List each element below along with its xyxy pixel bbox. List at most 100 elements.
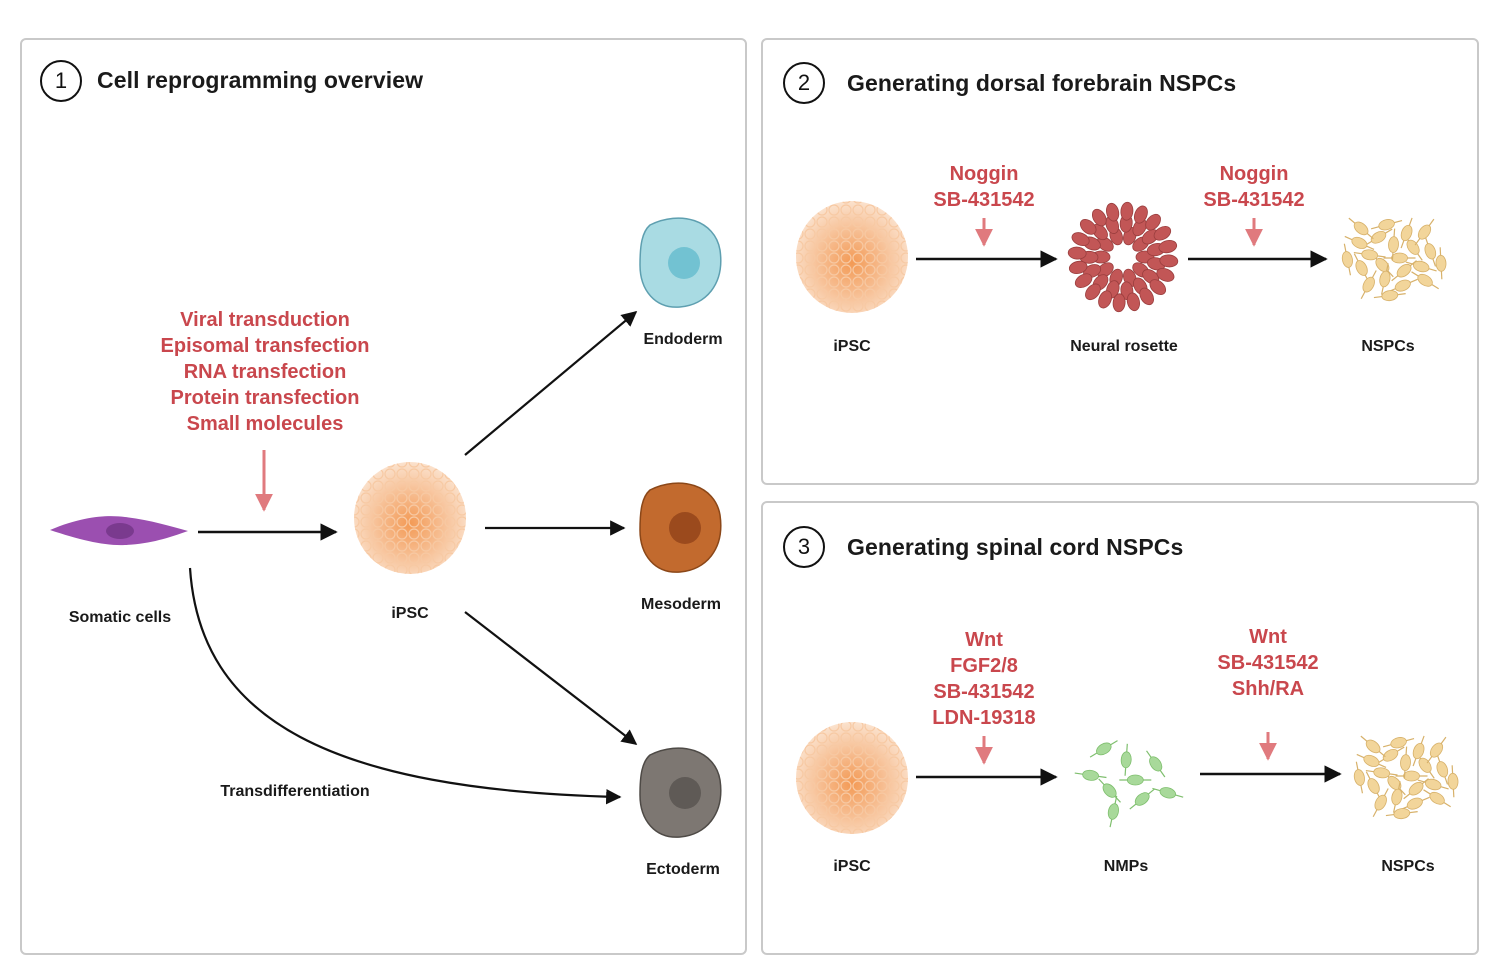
cluster-cell [1391, 781, 1403, 813]
cluster-cell [1411, 271, 1439, 290]
factors-step-2: Noggin SB-431542 [1203, 161, 1304, 213]
cluster-cell [1424, 235, 1437, 267]
method-item: Small molecules [186, 413, 344, 435]
cluster-cell [1353, 249, 1386, 261]
label-ipsc: iPSC [391, 605, 429, 622]
panel-title-1: Cell reprogramming overview [97, 67, 424, 93]
nspcs-cluster-icon [1341, 217, 1447, 302]
cluster-cell [1341, 243, 1353, 276]
cluster-cell [1383, 252, 1416, 264]
rosette-cell [1139, 287, 1155, 306]
rosette-cell [1156, 267, 1175, 282]
rosette-cell [1149, 279, 1167, 295]
rosette-cell [1145, 213, 1161, 231]
panel-spinal-cord [761, 501, 1479, 955]
factor-item: SB-431542 [1203, 189, 1305, 211]
factor-item: SB-431542 [933, 681, 1035, 703]
cluster-cell [1423, 789, 1451, 808]
rosette-cell [1098, 290, 1113, 309]
cluster-cell [1387, 278, 1418, 293]
panel-title-3: Generating spinal cord NSPCs [847, 534, 1184, 560]
panel-number-2: 2 [783, 62, 825, 104]
factor-item: Shh/RA [1231, 678, 1305, 700]
cluster-cell [1435, 247, 1447, 280]
cluster-cell [1152, 787, 1184, 799]
method-item: RNA transfection [183, 361, 347, 383]
cluster-cell [1400, 217, 1413, 249]
rosette-cell [1158, 240, 1178, 254]
rosette-cell [1096, 262, 1114, 278]
cluster-cell [1129, 788, 1156, 810]
rosette-cell [1112, 293, 1126, 313]
cluster-cell [1376, 746, 1405, 765]
cluster-cell [1405, 260, 1437, 273]
factors-step-1: Noggin SB-431542 [933, 161, 1034, 213]
factor-item: Wnt [965, 629, 1003, 651]
rosette-cell [1159, 254, 1179, 268]
cluster-cell [1385, 808, 1418, 820]
factors-step-2: Wnt SB-431542 Shh/RA [1217, 624, 1318, 702]
factor-item: SB-431542 [933, 189, 1035, 211]
rosette-cell [1074, 273, 1093, 289]
cluster-cell [1356, 753, 1387, 768]
label-mesoderm: Mesoderm [640, 596, 722, 613]
label-nspcs: NSPCs [1381, 858, 1435, 875]
label-nmps: NMPs [1103, 858, 1149, 875]
method-item: Protein transfection [170, 387, 360, 409]
cluster-cell [1436, 753, 1449, 785]
rosette-cell [1120, 201, 1134, 221]
label-neural-rosette: Neural rosette [1070, 338, 1178, 355]
mesoderm-cell-icon [639, 482, 722, 573]
cluster-cell [1120, 743, 1132, 776]
factor-item: Noggin [949, 163, 1019, 185]
reprogramming-methods: Viral transduction Episomal transfection… [161, 307, 370, 437]
rosette-cell [1096, 236, 1114, 252]
cluster-cell [1348, 217, 1374, 240]
cluster-cell [1372, 788, 1389, 818]
cluster-cell [1400, 746, 1411, 779]
cluster-cell [1447, 765, 1459, 798]
cluster-cell [1074, 769, 1107, 781]
rosette-cell [1085, 283, 1101, 301]
cluster-cell [1395, 770, 1428, 782]
cluster-cell [1344, 235, 1375, 250]
neural-rosette-icon [1067, 201, 1179, 313]
cluster-cell [1353, 253, 1370, 283]
cluster-cell [1146, 750, 1166, 778]
cluster-cell [1098, 778, 1121, 803]
nspcs-cluster-icon [1353, 735, 1459, 820]
rosette-cell [1091, 208, 1107, 227]
label-transdifferentiation: Transdifferentiation [220, 783, 370, 800]
arrow-to-endoderm [464, 311, 638, 456]
somatic-cell-icon [50, 516, 188, 546]
label-endoderm: Endoderm [643, 331, 723, 348]
rosette-cell [1133, 205, 1148, 224]
arrow-transdifferentiation [188, 567, 622, 805]
cluster-cell [1089, 740, 1118, 758]
cluster-cell [1417, 778, 1449, 791]
cluster-cell [1373, 290, 1406, 302]
cluster-cell [1388, 228, 1399, 261]
method-item: Episomal transfection [160, 335, 370, 357]
ipsc-colony-icon [354, 462, 466, 574]
ipsc-colony-icon [796, 722, 908, 834]
cluster-cell [1426, 736, 1447, 764]
rosette-cell [1068, 260, 1088, 274]
factor-item: SB-431542 [1217, 652, 1319, 674]
panel-title-2: Generating dorsal forebrain NSPCs [847, 70, 1237, 96]
factor-item: LDN-19318 [932, 707, 1036, 729]
cluster-cell [1412, 735, 1425, 767]
ectoderm-cell-icon [639, 747, 722, 838]
rosette-cell [1126, 292, 1140, 312]
endoderm-cell-icon [639, 217, 722, 308]
panel-number-1: 1 [40, 60, 82, 102]
nmps-cluster-icon [1074, 740, 1184, 828]
cluster-cell [1360, 270, 1377, 300]
cluster-cell [1360, 735, 1386, 758]
cluster-cell [1364, 228, 1393, 247]
label-ipsc: iPSC [833, 858, 871, 875]
rosette-cell [1153, 225, 1172, 241]
label-nspcs: NSPCs [1361, 338, 1415, 355]
factor-item: Wnt [1249, 626, 1287, 648]
factor-item: Noggin [1219, 163, 1289, 185]
